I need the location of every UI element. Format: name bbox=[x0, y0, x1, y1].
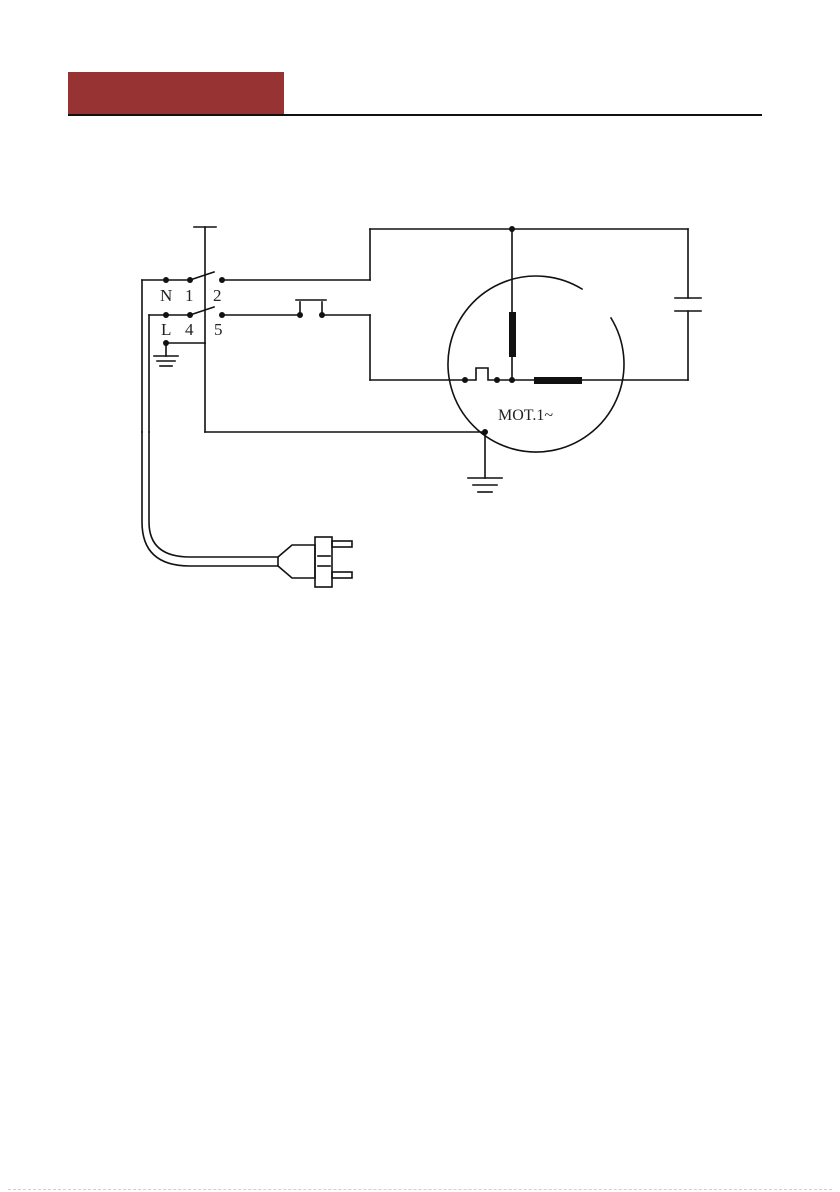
terminal-n-label: N bbox=[160, 286, 172, 305]
ground-icon bbox=[154, 343, 178, 366]
motor-ground-icon bbox=[468, 478, 502, 492]
power-cord bbox=[142, 432, 278, 566]
run-winding-icon bbox=[534, 377, 582, 384]
thermal-protector-icon bbox=[465, 368, 497, 380]
terminal-5-label: 5 bbox=[214, 320, 223, 339]
terminal-2-label: 2 bbox=[213, 286, 222, 305]
switch-icon bbox=[190, 227, 216, 343]
page-bottom-rule bbox=[8, 1189, 832, 1190]
terminal-1-label: 1 bbox=[185, 286, 194, 305]
motor-housing bbox=[448, 276, 624, 452]
motor-label: MOT.1~ bbox=[498, 407, 553, 424]
terminal-l-label: L bbox=[161, 320, 171, 339]
terminal-4-label: 4 bbox=[185, 320, 194, 339]
start-winding-icon bbox=[509, 312, 516, 357]
capacitor-icon bbox=[675, 298, 701, 311]
plug-icon bbox=[278, 537, 352, 587]
